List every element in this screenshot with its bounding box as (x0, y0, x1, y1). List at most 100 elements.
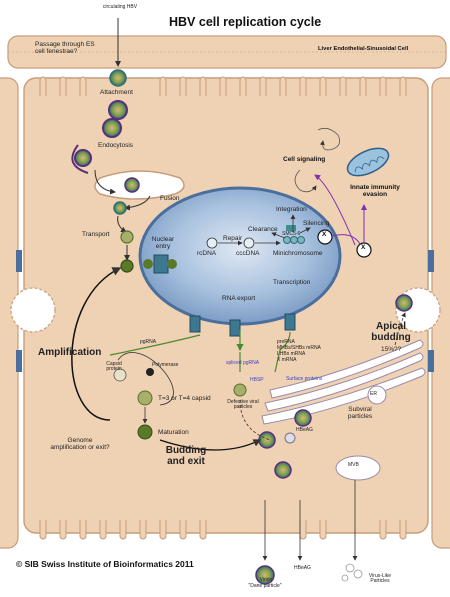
label-cell-signaling: Cell signaling (283, 156, 326, 163)
smc56-complex (286, 225, 296, 231)
transport-capsid-2 (120, 259, 134, 273)
label-rna-export: RNA export (222, 295, 256, 302)
label-maturation: Maturation (158, 429, 189, 436)
label-clearance: Clearance (248, 226, 278, 233)
label-pgrna: pgRNA (140, 339, 157, 345)
capsid-assembly-line (117, 352, 174, 406)
budding-virion (258, 431, 276, 449)
arrow-apical-budding (394, 312, 406, 346)
subviral-vesicle (367, 385, 387, 405)
label-spliced: spliced pgRNA (226, 360, 260, 366)
label-mhbs: MHBs/SHBs mRNA (277, 345, 321, 351)
endosome-virion (124, 177, 140, 193)
label-x-nucleus: X (322, 231, 327, 238)
label-hbeag-golgi: HBeAG (296, 427, 313, 433)
hbeag-vesicle (284, 432, 296, 444)
label-endocytosis: Endocytosis (98, 142, 134, 149)
attached-virion (102, 118, 122, 138)
defective-particle (233, 383, 247, 397)
polymerase-dot (146, 368, 154, 376)
arrow-budding (159, 439, 262, 451)
attaching-virion (108, 100, 128, 120)
label-er: ER (370, 391, 377, 397)
tight-junction-right-upper (428, 250, 434, 272)
label-fusion: Fusion (160, 195, 180, 202)
capsid-protein-dot (113, 368, 127, 382)
label-apical: Apical budding (371, 321, 411, 343)
label-mvb: MVB (348, 462, 359, 468)
signaling-loop-1 (317, 127, 341, 151)
assembled-capsid (137, 390, 153, 406)
exiting-virion (274, 461, 292, 479)
arrow-cell-signaling (314, 174, 356, 246)
bottom-microvilli (39, 520, 407, 540)
label-pre-rna: preRNA (277, 339, 295, 345)
label-budding: Budding and exit (165, 445, 207, 467)
label-attachment: Attachment (100, 89, 133, 96)
mature-capsid (137, 424, 153, 440)
endocytosed-virion (74, 149, 92, 167)
label-passage: Passage through ES cell fenestrae? (35, 41, 95, 55)
signaling-loop-2 (294, 169, 317, 193)
mitochondrion-cristae (354, 156, 385, 173)
tight-junction-left-upper (16, 250, 22, 272)
label-silencing: Silencing (303, 220, 330, 227)
golgi-virion (294, 409, 312, 427)
label-hbsp: HBSP (250, 377, 264, 383)
label-dane: "Dane particle" (248, 583, 282, 589)
tight-junction-right-lower (428, 350, 434, 372)
label-circulating-hbv: circulating HBV (102, 4, 138, 10)
pgrna-line (109, 334, 201, 356)
label-innate: Innate immunity evasion (350, 184, 400, 198)
label-defective: Defective viral particles (227, 399, 259, 411)
top-microvilli (39, 76, 407, 96)
released-nucleocapsid (113, 201, 127, 215)
mvb-compartment (335, 455, 381, 481)
label-virion: Virion (259, 577, 273, 583)
label-rcdna: rcDNA (197, 250, 217, 257)
label-x-cytoplasm: X (361, 244, 366, 251)
mitochondrion (346, 147, 390, 177)
label-vlp: Virus-Like Particles (368, 573, 392, 585)
dashed-defective-path (239, 399, 271, 441)
label-subviral: Subviral particles (347, 406, 373, 420)
virus-like-particles (341, 563, 363, 582)
arrow-silencing (299, 227, 311, 234)
label-minichromosome: Minichromosome (273, 250, 323, 257)
released-virion (255, 565, 275, 585)
x-link-line (331, 234, 361, 245)
label-repair: Repair (223, 235, 243, 242)
label-polymerase: Polymerase (152, 362, 179, 368)
arrow-clearance (271, 232, 286, 239)
label-capsid: T=3 or T=4 capsid (158, 395, 211, 402)
endocytosis-pit (71, 144, 89, 174)
label-cccdna: cccDNA (236, 250, 260, 257)
x-protein-marker-nucleus (317, 229, 333, 245)
label-amplification: Amplification (38, 347, 102, 358)
label-surface-proteins: Surface proteins (286, 376, 323, 382)
nuclear-pores-bottom (189, 313, 296, 337)
copyright: © SIB Swiss Institute of Bioinformatics … (16, 559, 194, 569)
label-smc56: SMC5-6 (282, 231, 301, 237)
label-x-mrna: X mRNA (277, 357, 297, 363)
label-transport: Transport (82, 231, 110, 238)
amplification-loop (71, 267, 122, 421)
label-percent: 15%?? (381, 346, 402, 353)
label-endothelial: Liver Endothelial-Sinusoidal Cell (318, 46, 409, 52)
cccdna-ring (243, 237, 255, 249)
rcdna-ring (206, 237, 218, 249)
label-hbeag-bottom: HBeAG (294, 565, 311, 571)
minichromosome (283, 236, 305, 244)
left-bile-canaliculus (10, 287, 56, 333)
tight-junction-left-lower (16, 350, 22, 372)
arrow-endocytosis (94, 169, 116, 195)
page-title: HBV cell replication cycle (169, 15, 322, 29)
label-nuclear-entry: Nuclear entry (151, 236, 175, 250)
label-capsid-protein: Capsid protein (106, 361, 122, 373)
label-integration: Integration (276, 206, 307, 213)
arrow-fusion (124, 195, 151, 211)
mrna-line (274, 331, 291, 373)
label-lhbs: LHBs mRNA (277, 351, 306, 357)
